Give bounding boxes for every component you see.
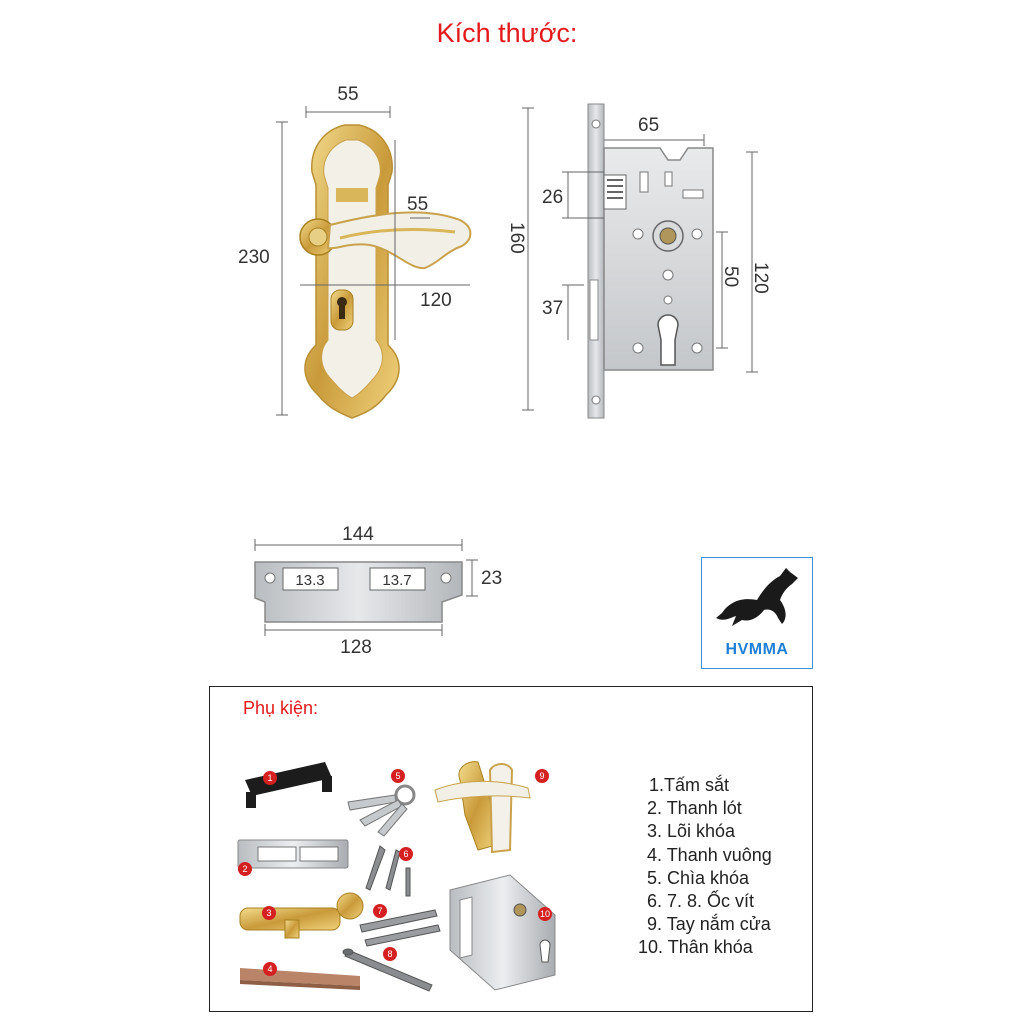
long-bolts (359, 909, 441, 947)
strike-plate-drawing (254, 561, 463, 623)
badge-8-label: 8 (387, 949, 392, 959)
dimension-drawings: 55 230 55 120 65 160 26 37 50 120 (238, 84, 771, 658)
accessories-panel (209, 686, 813, 1012)
list-item: 9. Tay nắm cửa (647, 914, 771, 935)
dim-handle-height: 230 (238, 247, 270, 268)
list-item: 3. Lõi khóa (647, 821, 736, 842)
square-spindle (240, 968, 360, 990)
wood-screws (365, 845, 411, 897)
badge-6-label: 6 (403, 849, 408, 859)
badge-10: 10 (538, 907, 552, 921)
dim-center-distance: 50 (720, 266, 741, 287)
badge-6: 6 (399, 847, 413, 861)
list-item: 4. Thanh vuông (647, 844, 772, 865)
page-title: Kích thước: (436, 18, 578, 48)
list-item: 1.Tấm sắt (649, 775, 730, 795)
badge-1-label: 1 (267, 773, 272, 783)
badge-9-label: 9 (539, 771, 544, 781)
door-handle-drawing (299, 124, 472, 419)
badge-3: 3 (262, 906, 276, 920)
dim-case-height: 120 (750, 262, 771, 294)
keys (347, 784, 416, 837)
brand-logo (701, 557, 813, 669)
badge-2-label: 2 (242, 864, 247, 874)
badge-1: 1 (263, 771, 277, 785)
dim-strike-bottom: 128 (340, 637, 372, 658)
badge-8: 8 (383, 947, 397, 961)
lock-cylinder (239, 892, 364, 939)
dim-lever-height: 55 (407, 194, 428, 215)
mortise-lock-body (449, 874, 556, 991)
list-item: 6. 7. 8. Ốc vít (647, 891, 755, 912)
door-handles-pair (434, 761, 531, 854)
list-item: 5. Chìa khóa (647, 867, 750, 888)
badge-3-label: 3 (266, 908, 271, 918)
steel-liner-plate (237, 839, 349, 869)
part-number-badges: 1 2 3 4 5 6 7 8 9 10 (238, 769, 552, 976)
accessories-illustration: 1 2 3 4 5 6 7 8 9 10 (237, 761, 556, 992)
badge-5: 5 (391, 769, 405, 783)
dim-strike-height: 23 (481, 568, 502, 589)
slot-2-label: 13.7 (382, 572, 411, 589)
list-item: 10. Thân khóa (638, 937, 753, 958)
dim-latch: 26 (542, 187, 563, 208)
brand-name: HVMMA (725, 641, 789, 658)
accessories-list: 1.Tấm sắt 2. Thanh lót 3. Lõi khóa 4. Th… (636, 774, 772, 960)
badge-10-label: 10 (540, 909, 550, 919)
badge-4-label: 4 (267, 964, 272, 974)
dim-lever-length: 120 (420, 290, 452, 311)
dim-handle-width: 55 (337, 84, 358, 105)
badge-9: 9 (535, 769, 549, 783)
list-item: 2. Thanh lót (647, 798, 742, 819)
badge-5-label: 5 (395, 771, 400, 781)
accessories-title: Phụ kiện: (243, 698, 319, 718)
horse-logo-icon (716, 568, 798, 626)
badge-7-label: 7 (377, 906, 382, 916)
lock-body-drawing (587, 103, 714, 419)
dim-cyl-offset: 37 (542, 298, 563, 319)
slot-1-label: 13.3 (295, 572, 324, 589)
connecting-bolt (342, 948, 433, 992)
badge-7: 7 (373, 904, 387, 918)
dim-strike-top: 144 (342, 524, 374, 545)
badge-2: 2 (238, 862, 252, 876)
dim-backset: 65 (638, 115, 659, 136)
dim-lock-height: 160 (506, 222, 527, 254)
black-strike-plate (245, 762, 332, 808)
badge-4: 4 (263, 962, 277, 976)
